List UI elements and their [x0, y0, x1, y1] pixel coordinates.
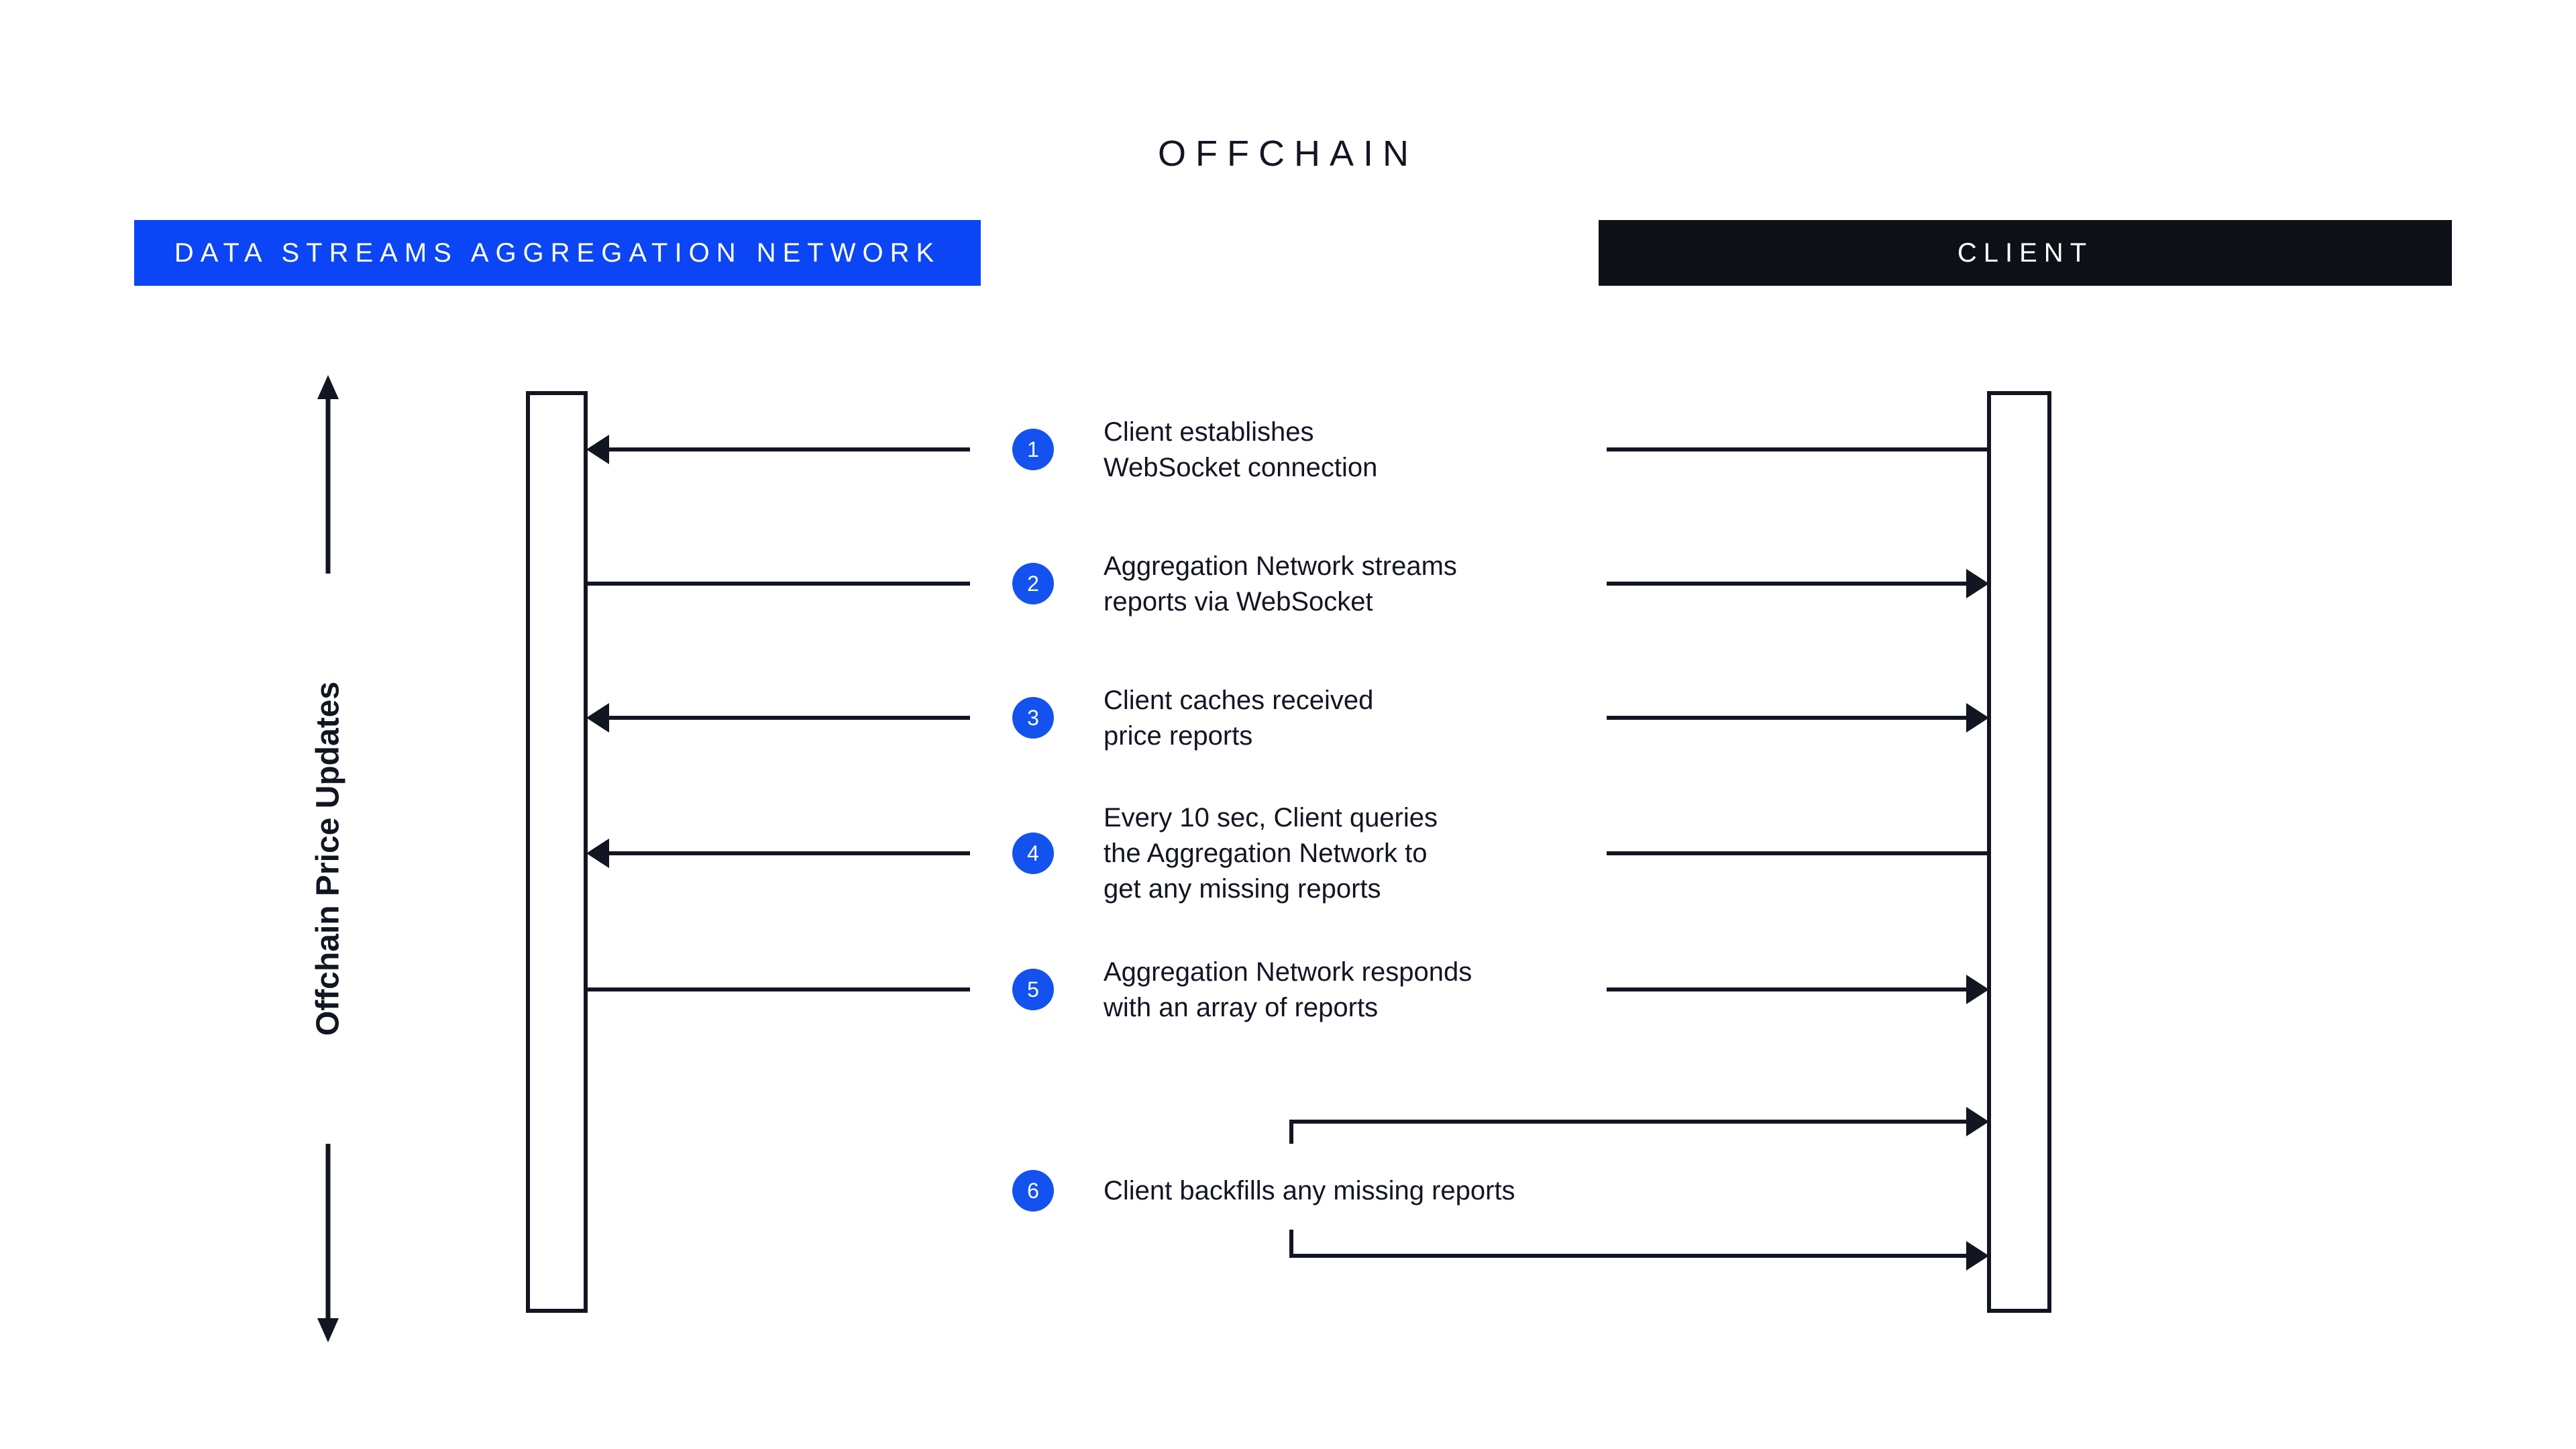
bracket-stub-6-bottom — [1289, 1230, 1293, 1254]
step-badge-2: 2 — [1012, 563, 1054, 604]
message-line-1-right — [1607, 447, 1989, 451]
lifeline-network — [526, 391, 588, 1313]
step-number-3: 3 — [1027, 705, 1039, 730]
step-number-5: 5 — [1027, 977, 1039, 1002]
step-text-2: Aggregation Network streams reports via … — [1104, 551, 1457, 616]
arrow-head-3-left — [586, 703, 609, 733]
arrow-head-6-top — [1966, 1107, 1989, 1136]
offchain-price-updates-axis: Offchain Price Updates — [301, 372, 355, 1345]
message-line-5-right — [1607, 987, 1968, 991]
step-text-6: Client backfills any missing reports — [1104, 1176, 1515, 1205]
step-text-3: Client caches received price reports — [1104, 686, 1374, 751]
message-line-3-left — [609, 716, 970, 720]
arrow-head-6-bottom — [1966, 1241, 1989, 1271]
step-text-5: Aggregation Network responds with an arr… — [1104, 957, 1472, 1022]
step-number-6: 6 — [1027, 1178, 1039, 1203]
arrow-head-4-left — [586, 839, 609, 868]
bracket-stub-6-top — [1289, 1120, 1293, 1144]
step-badge-5: 5 — [1012, 969, 1054, 1010]
double-arrow-icon — [317, 375, 339, 1342]
message-line-2-left — [585, 582, 970, 586]
lane-header-network-label: DATA STREAMS AGGREGATION NETWORK — [174, 237, 941, 268]
step-badge-3: 3 — [1012, 697, 1054, 739]
step-number-1: 1 — [1027, 437, 1039, 462]
page-title: OFFCHAIN — [1158, 133, 1418, 174]
message-line-5-left — [585, 987, 970, 991]
step-badge-4: 4 — [1012, 833, 1054, 874]
arrow-head-1-left — [586, 435, 609, 464]
step-badge-6: 6 — [1012, 1170, 1054, 1212]
arrow-head-2-right — [1966, 569, 1989, 598]
step-text-4: Every 10 sec, Client queries the Aggrega… — [1104, 803, 1438, 904]
arrow-head-3-right — [1966, 703, 1989, 733]
lane-header-client: CLIENT — [1599, 220, 2452, 286]
axis-label: Offchain Price Updates — [310, 681, 346, 1036]
message-line-2-right — [1607, 582, 1968, 586]
lifeline-client — [1987, 391, 2051, 1313]
message-line-6-bottom — [1289, 1254, 1968, 1258]
message-line-1-left — [609, 447, 970, 451]
step-number-4: 4 — [1027, 841, 1039, 865]
message-line-6-top — [1289, 1120, 1968, 1124]
step-badge-1: 1 — [1012, 429, 1054, 470]
step-text-1: Client establishes WebSocket connection — [1104, 417, 1378, 482]
lane-header-network: DATA STREAMS AGGREGATION NETWORK — [134, 220, 981, 286]
lane-header-client-label: CLIENT — [1957, 237, 2094, 268]
arrow-head-5-right — [1966, 975, 1989, 1004]
message-line-4-right — [1607, 851, 1989, 855]
message-line-3-right — [1607, 716, 1968, 720]
message-line-4-left — [609, 851, 970, 855]
step-number-2: 2 — [1027, 571, 1039, 596]
